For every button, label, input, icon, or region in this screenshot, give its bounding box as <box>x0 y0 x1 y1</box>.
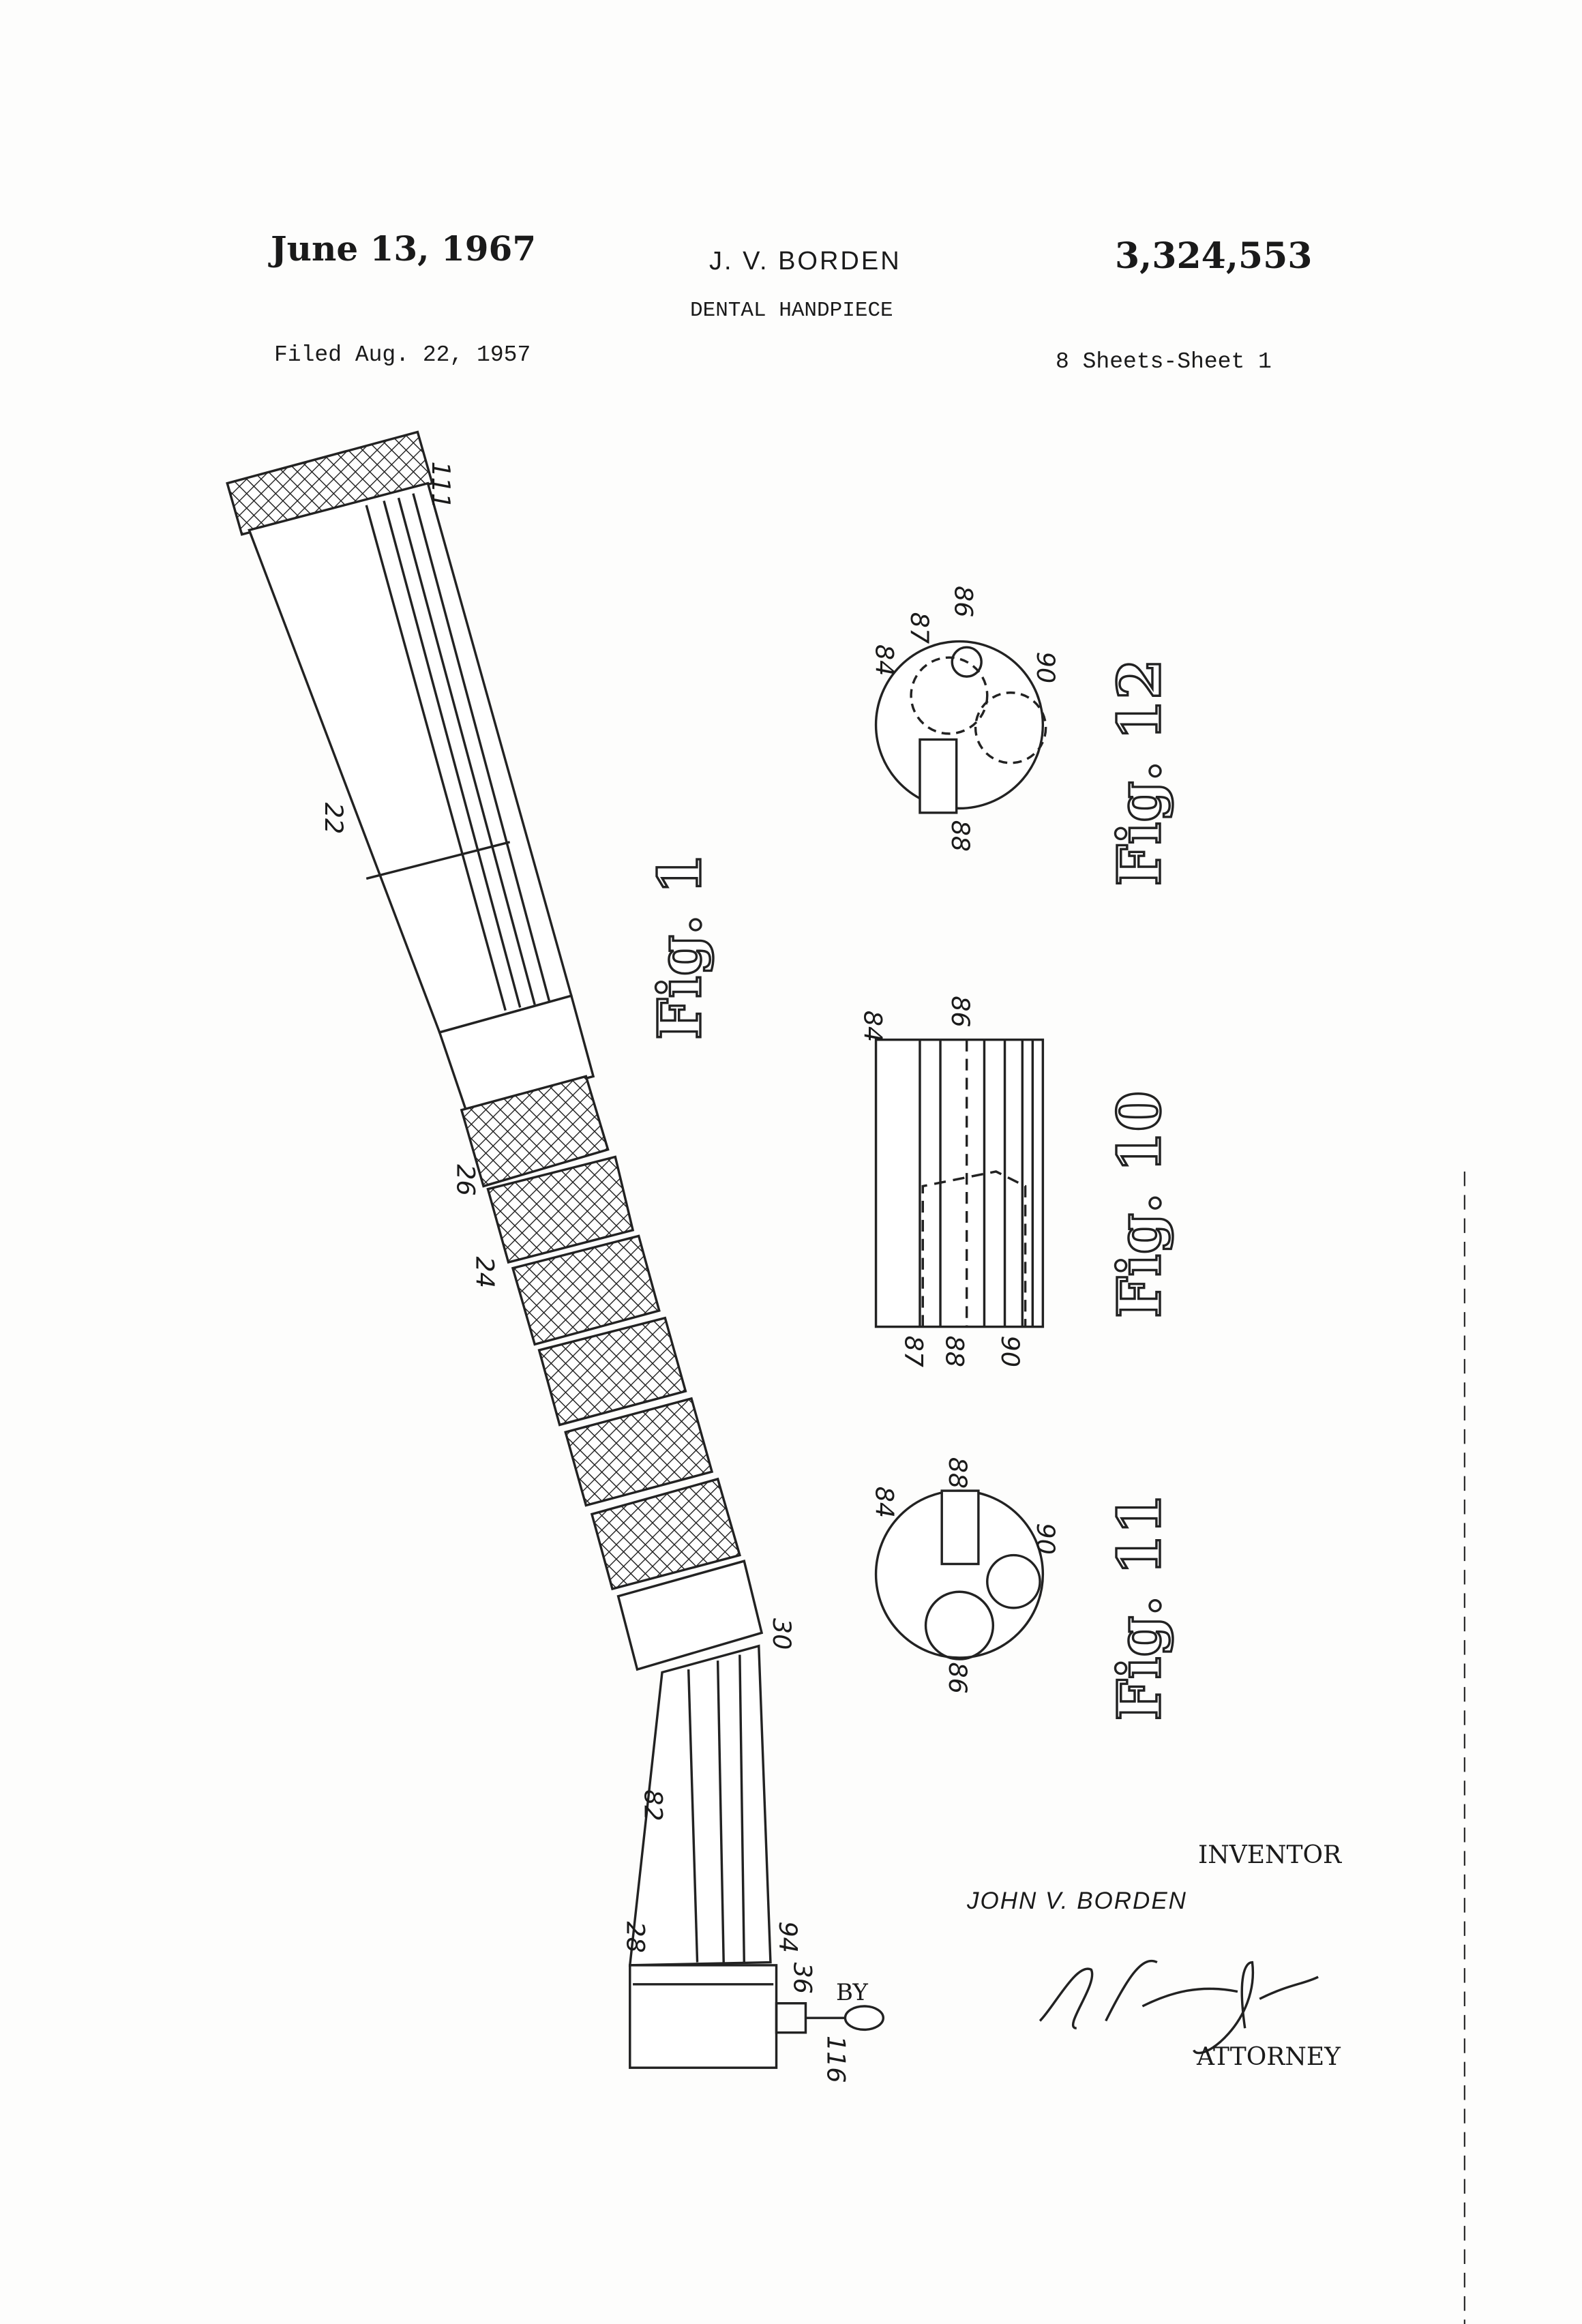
attorney-label: ATTORNEY <box>1197 2043 1341 2071</box>
knurled-grip-sleeve <box>462 1076 762 1669</box>
reference-numeral: 84 <box>870 644 899 676</box>
figure-11-label: Fig. 11 <box>1105 1493 1174 1720</box>
reference-numeral: 88 <box>946 820 975 852</box>
ref-82: 82 <box>638 1789 668 1821</box>
by-label: BY <box>836 1979 868 2006</box>
reference-numeral: 87 <box>899 1335 929 1367</box>
ref-30: 30 <box>767 1618 796 1650</box>
inventor-label: INVENTOR <box>1198 1841 1341 1869</box>
upper-barrel <box>249 483 571 1032</box>
figure-12-label: Fig. 12 <box>1105 659 1174 886</box>
attorney-signature <box>1040 1961 1318 2053</box>
reference-numeral: 86 <box>949 586 979 617</box>
figure-10-side-view <box>876 1040 1043 1327</box>
ref-116: 116 <box>822 2036 851 2083</box>
ref-111: 111 <box>426 461 456 509</box>
handpiece-figure-1 <box>227 432 883 2068</box>
inventor-name: JOHN V. BORDEN <box>967 1888 1187 1915</box>
reference-numeral: 90 <box>1031 652 1060 683</box>
reference-numeral: 88 <box>943 1457 972 1489</box>
figure-10-label: Fig. 10 <box>1105 1091 1174 1318</box>
reference-numeral: 90 <box>996 1335 1025 1367</box>
ref-94: 94 <box>773 1921 803 1952</box>
reference-numeral: 84 <box>858 1011 887 1042</box>
bur <box>845 2006 883 2029</box>
ref-36: 36 <box>788 1963 817 1994</box>
head <box>630 1965 777 2068</box>
ref-22: 22 <box>319 803 348 834</box>
reference-numeral: 84 <box>870 1487 899 1518</box>
reference-numeral: 87 <box>905 612 934 644</box>
reference-numeral: 86 <box>946 996 975 1027</box>
reference-numeral: 86 <box>943 1662 972 1693</box>
figure-12-end-view <box>876 642 1046 813</box>
figure-1-label: Fig. 1 <box>646 854 715 1040</box>
figure-11-end-view <box>876 1491 1043 1659</box>
ref-24: 24 <box>470 1257 499 1288</box>
ref-26: 26 <box>451 1164 480 1195</box>
ref-28: 28 <box>621 1921 650 1952</box>
reference-numeral: 88 <box>940 1335 970 1367</box>
reference-numeral: 90 <box>1031 1523 1060 1554</box>
